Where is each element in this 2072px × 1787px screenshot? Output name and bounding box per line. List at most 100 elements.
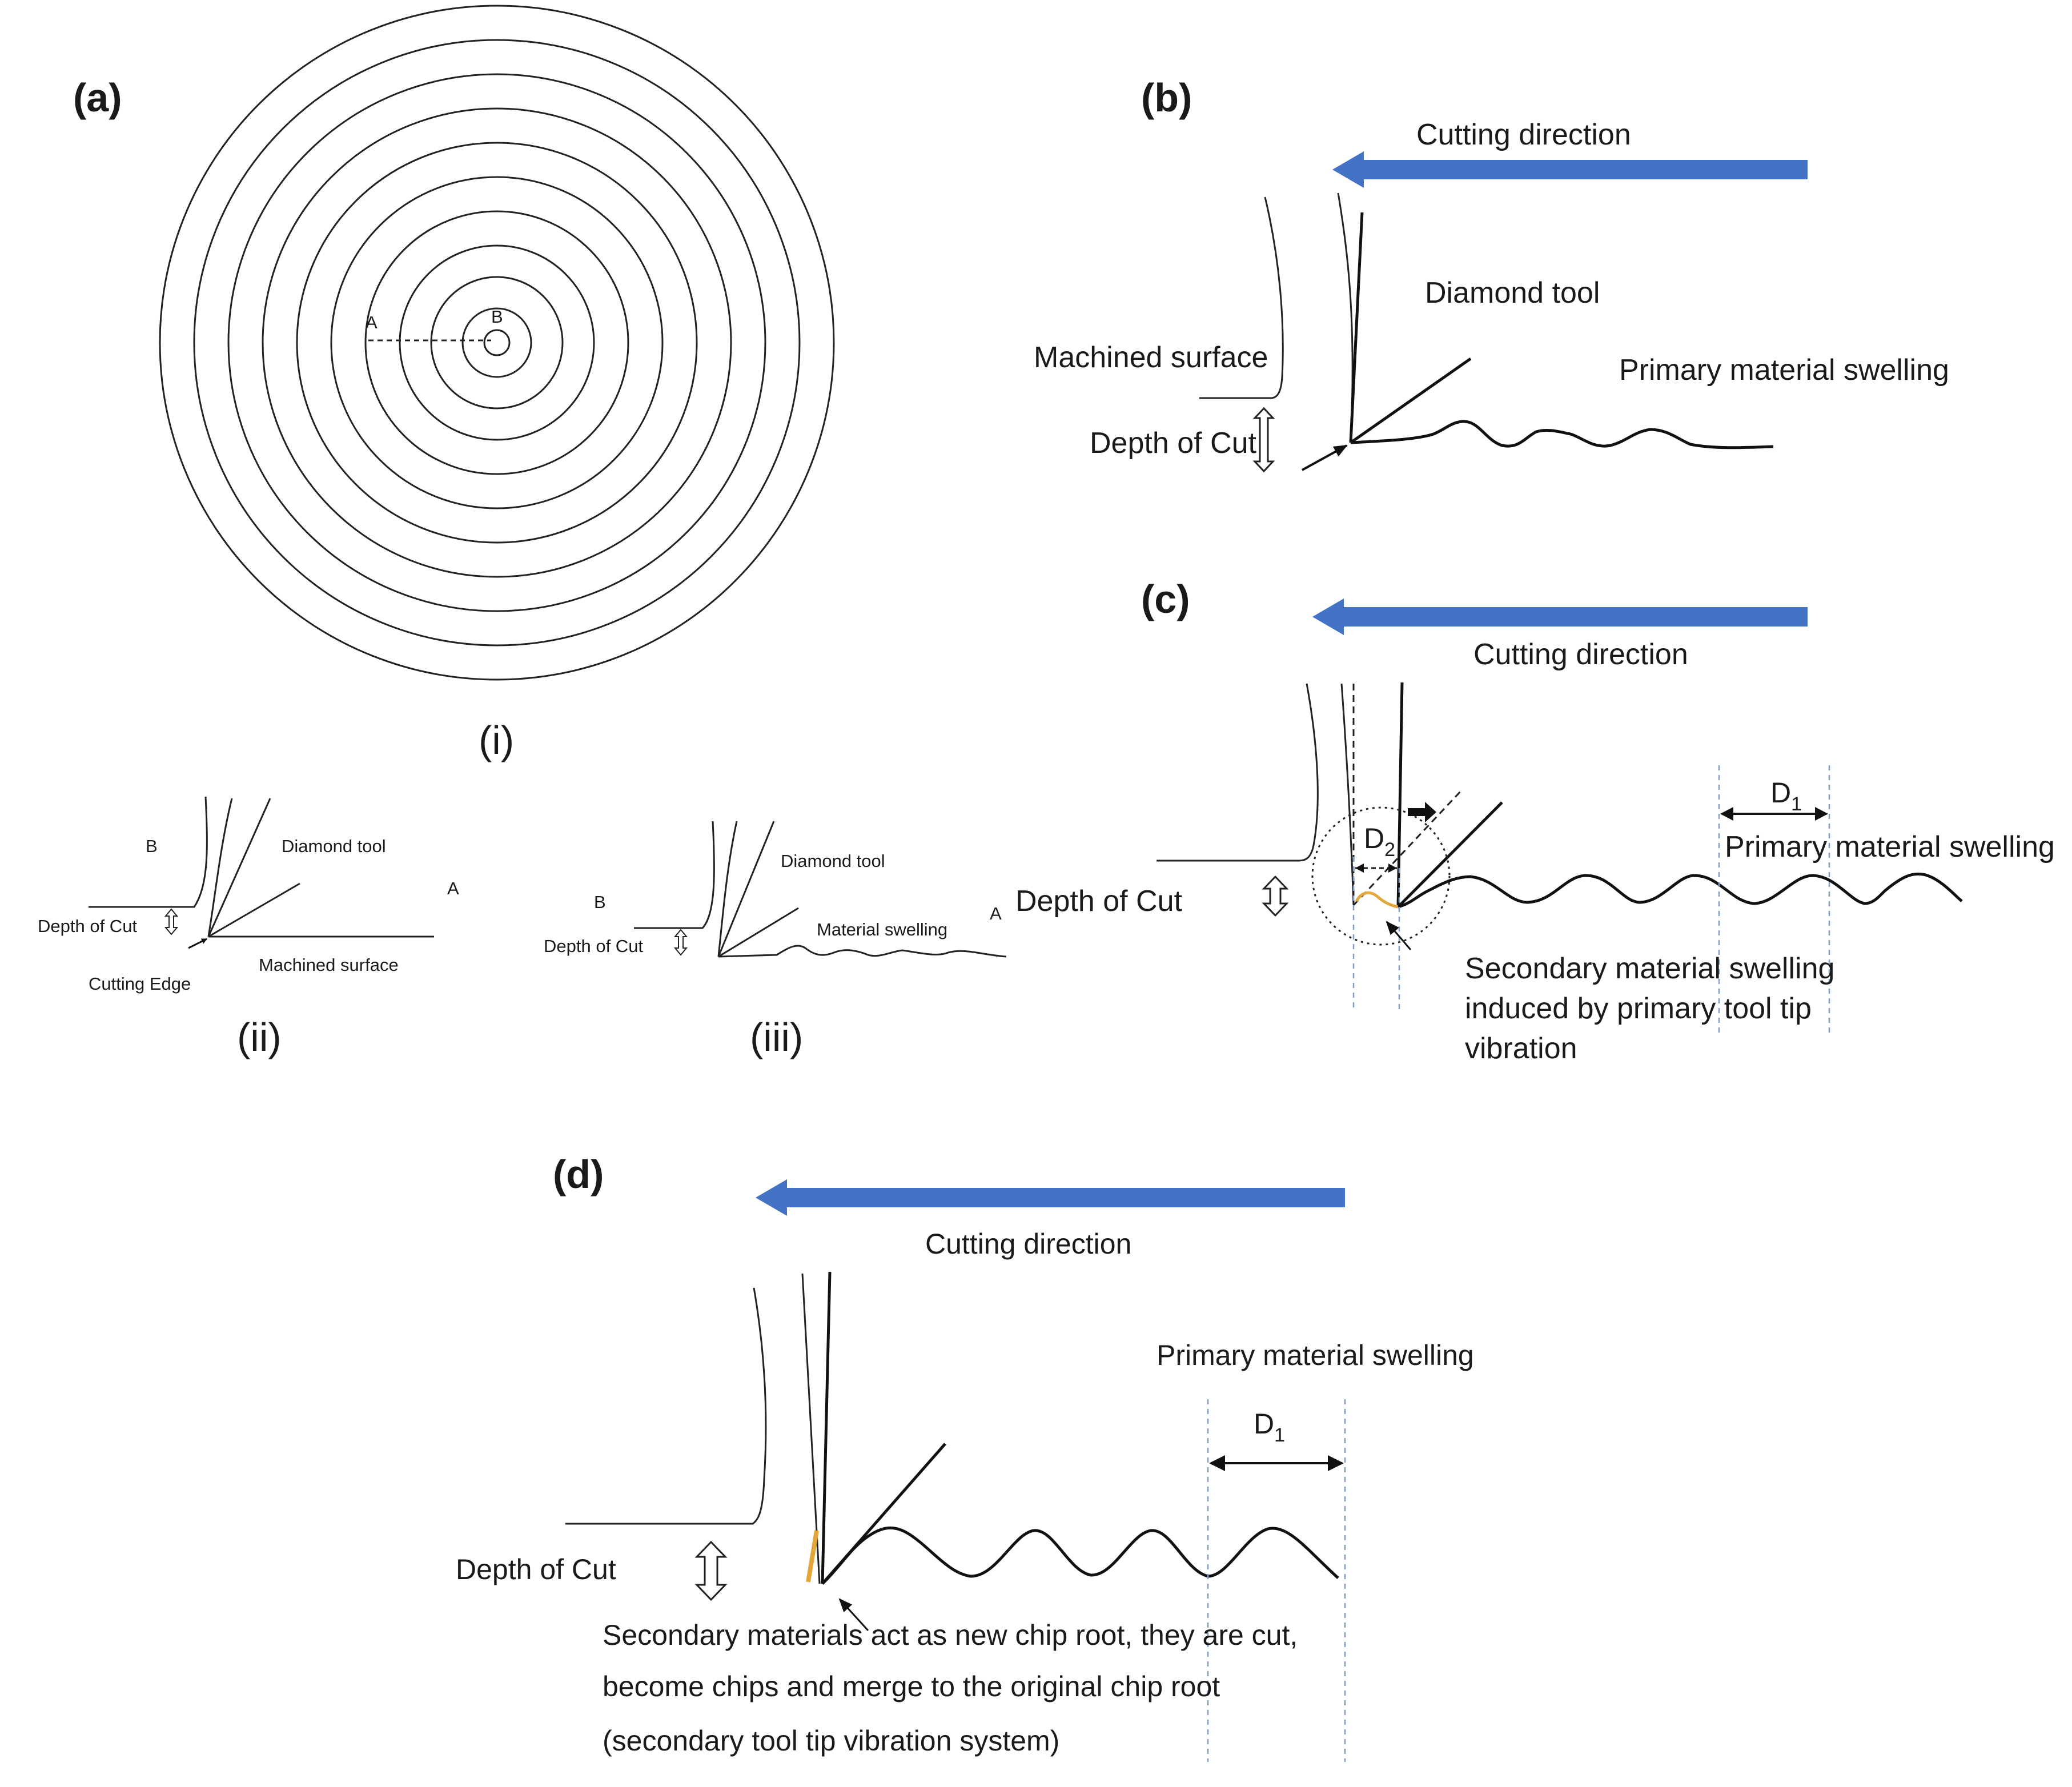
tool-clearance-face [1397, 801, 1503, 908]
depth-label: Depth of Cut [544, 936, 643, 956]
note-line3: (secondary tool tip vibration system) [603, 1725, 1059, 1757]
tool-clearance-face [718, 907, 799, 958]
swelling-label: Material swelling [817, 919, 947, 939]
tool-label: Diamond tool [1425, 276, 1600, 310]
d2-arrowhead-left-icon [1355, 864, 1364, 873]
workpiece-profile [634, 821, 715, 929]
groove-ring [364, 210, 629, 475]
panel-a-label: (a) [73, 75, 122, 120]
detail-circle [1311, 806, 1451, 946]
groove-ring [399, 244, 595, 441]
edge-pointer-arrow [188, 938, 207, 949]
original-rake-trace [1340, 683, 1355, 906]
panel-d: (d) Cutting direction Primary material s… [456, 1152, 1474, 1762]
depth-label: Depth of Cut [1090, 427, 1256, 460]
panel-b: (b) Cutting direction Diamond tool Machi… [1034, 75, 1949, 473]
d2-label: D2 [1364, 822, 1395, 861]
point-a-label: A [447, 878, 459, 898]
workpiece-profile [565, 1287, 767, 1525]
groove-ring [483, 329, 511, 356]
tool-rake-face-trace [801, 1273, 821, 1584]
tool-clearance-face [208, 882, 300, 938]
point-b-label: B [146, 836, 158, 856]
point-a-label: A [990, 903, 1002, 923]
tool-label: Diamond tool [781, 851, 885, 871]
depth-double-arrow-icon [1262, 875, 1289, 917]
tool-clearance-face [1350, 357, 1472, 444]
tool-flank [1396, 682, 1404, 907]
edge-label: Cutting Edge [89, 974, 191, 994]
d1-label: D1 [1254, 1408, 1285, 1446]
tool-flank [821, 1271, 832, 1584]
swelled-surface-line [1350, 420, 1774, 449]
secondary-pointer-arrow [1386, 921, 1412, 950]
secondary-label-line1: Secondary material swelling [1465, 952, 1834, 985]
groove-ring [159, 5, 835, 681]
workpiece-profile [1157, 683, 1319, 862]
point-a-label: A [366, 312, 378, 332]
panel-c: (c) Cutting direction D2 D1 Primary mate… [1015, 577, 2055, 1065]
tool-rake-face-trace [1337, 192, 1354, 443]
surface-label: Machined surface [1034, 341, 1268, 374]
tool-flank [1349, 212, 1364, 443]
direction-label: Cutting direction [1473, 638, 1688, 671]
secondary-material-layer [806, 1530, 819, 1583]
swelled-surface-line [1398, 872, 1963, 909]
groove-ring [330, 176, 664, 509]
note-line1: Secondary materials act as new chip root… [603, 1619, 1298, 1651]
swelled-surface-line [821, 1526, 1339, 1585]
d2-arrowhead-right-icon [1388, 864, 1397, 873]
d1-arrowhead-left-icon [1209, 1455, 1225, 1471]
depth-double-arrow-icon [1252, 407, 1275, 473]
workpiece-profile [1199, 196, 1284, 399]
cutting-direction-arrow [1332, 151, 1808, 188]
tool-flank [207, 798, 271, 937]
swelling-label: Primary material swelling [1725, 830, 2055, 864]
d1-arrowhead-right-icon [1328, 1455, 1344, 1471]
tool-rake-face [207, 798, 233, 937]
depth-double-arrow-icon [673, 929, 688, 956]
direction-label: Cutting direction [925, 1228, 1131, 1260]
depth-label: Depth of Cut [456, 1553, 616, 1585]
swelling-label: Primary material swelling [1619, 354, 1949, 387]
edge-pointer-arrow [1302, 444, 1348, 471]
chip-root-pointer-arrow [838, 1598, 869, 1632]
groove-ring [430, 276, 564, 409]
caption-iii: (iii) [750, 1015, 803, 1059]
panel-c-label: (c) [1141, 577, 1190, 621]
surface-label: Machined surface [259, 955, 399, 975]
d1-arrowhead-right-icon [1815, 807, 1828, 821]
secondary-material-swelling [1355, 891, 1399, 909]
groove-ring [193, 39, 801, 646]
workpiece-profile [89, 796, 208, 908]
depth-double-arrow-icon [164, 908, 179, 935]
cutting-direction-arrow [756, 1179, 1345, 1216]
tool-flank [717, 821, 775, 957]
point-b-label: B [491, 307, 503, 327]
panel-b-label: (b) [1141, 75, 1192, 120]
caption-i: (i) [479, 718, 514, 762]
depth-label: Depth of Cut [38, 916, 137, 936]
secondary-label-line2: induced by primary tool tip [1465, 992, 1812, 1025]
caption-ii: (ii) [237, 1015, 282, 1059]
note-line2: become chips and merge to the original c… [603, 1670, 1220, 1702]
depth-label: Depth of Cut [1015, 885, 1182, 918]
tool-label: Diamond tool [282, 836, 386, 856]
tool-rake-face [717, 821, 738, 957]
tool-shift-arrow-icon [1408, 802, 1436, 822]
cutting-direction-arrow [1312, 599, 1808, 635]
panel-d-label: (d) [553, 1152, 604, 1196]
groove-ring [461, 307, 532, 378]
d1-arrowhead-left-icon [1720, 807, 1733, 821]
groove-ring [262, 107, 732, 578]
swelling-label: Primary material swelling [1157, 1339, 1474, 1371]
depth-double-arrow-icon [694, 1540, 728, 1601]
point-b-label: B [594, 892, 606, 912]
panel-a: (a) A B (i) B Diamond tool A [38, 5, 1007, 1059]
secondary-label-line3: vibration [1465, 1032, 1577, 1065]
swelled-surface-line [718, 945, 1007, 958]
direction-label: Cutting direction [1416, 118, 1631, 151]
sub-figure-ii: B Diamond tool A Depth of Cut Cutting Ed… [38, 796, 459, 1059]
groove-ring [227, 73, 766, 612]
